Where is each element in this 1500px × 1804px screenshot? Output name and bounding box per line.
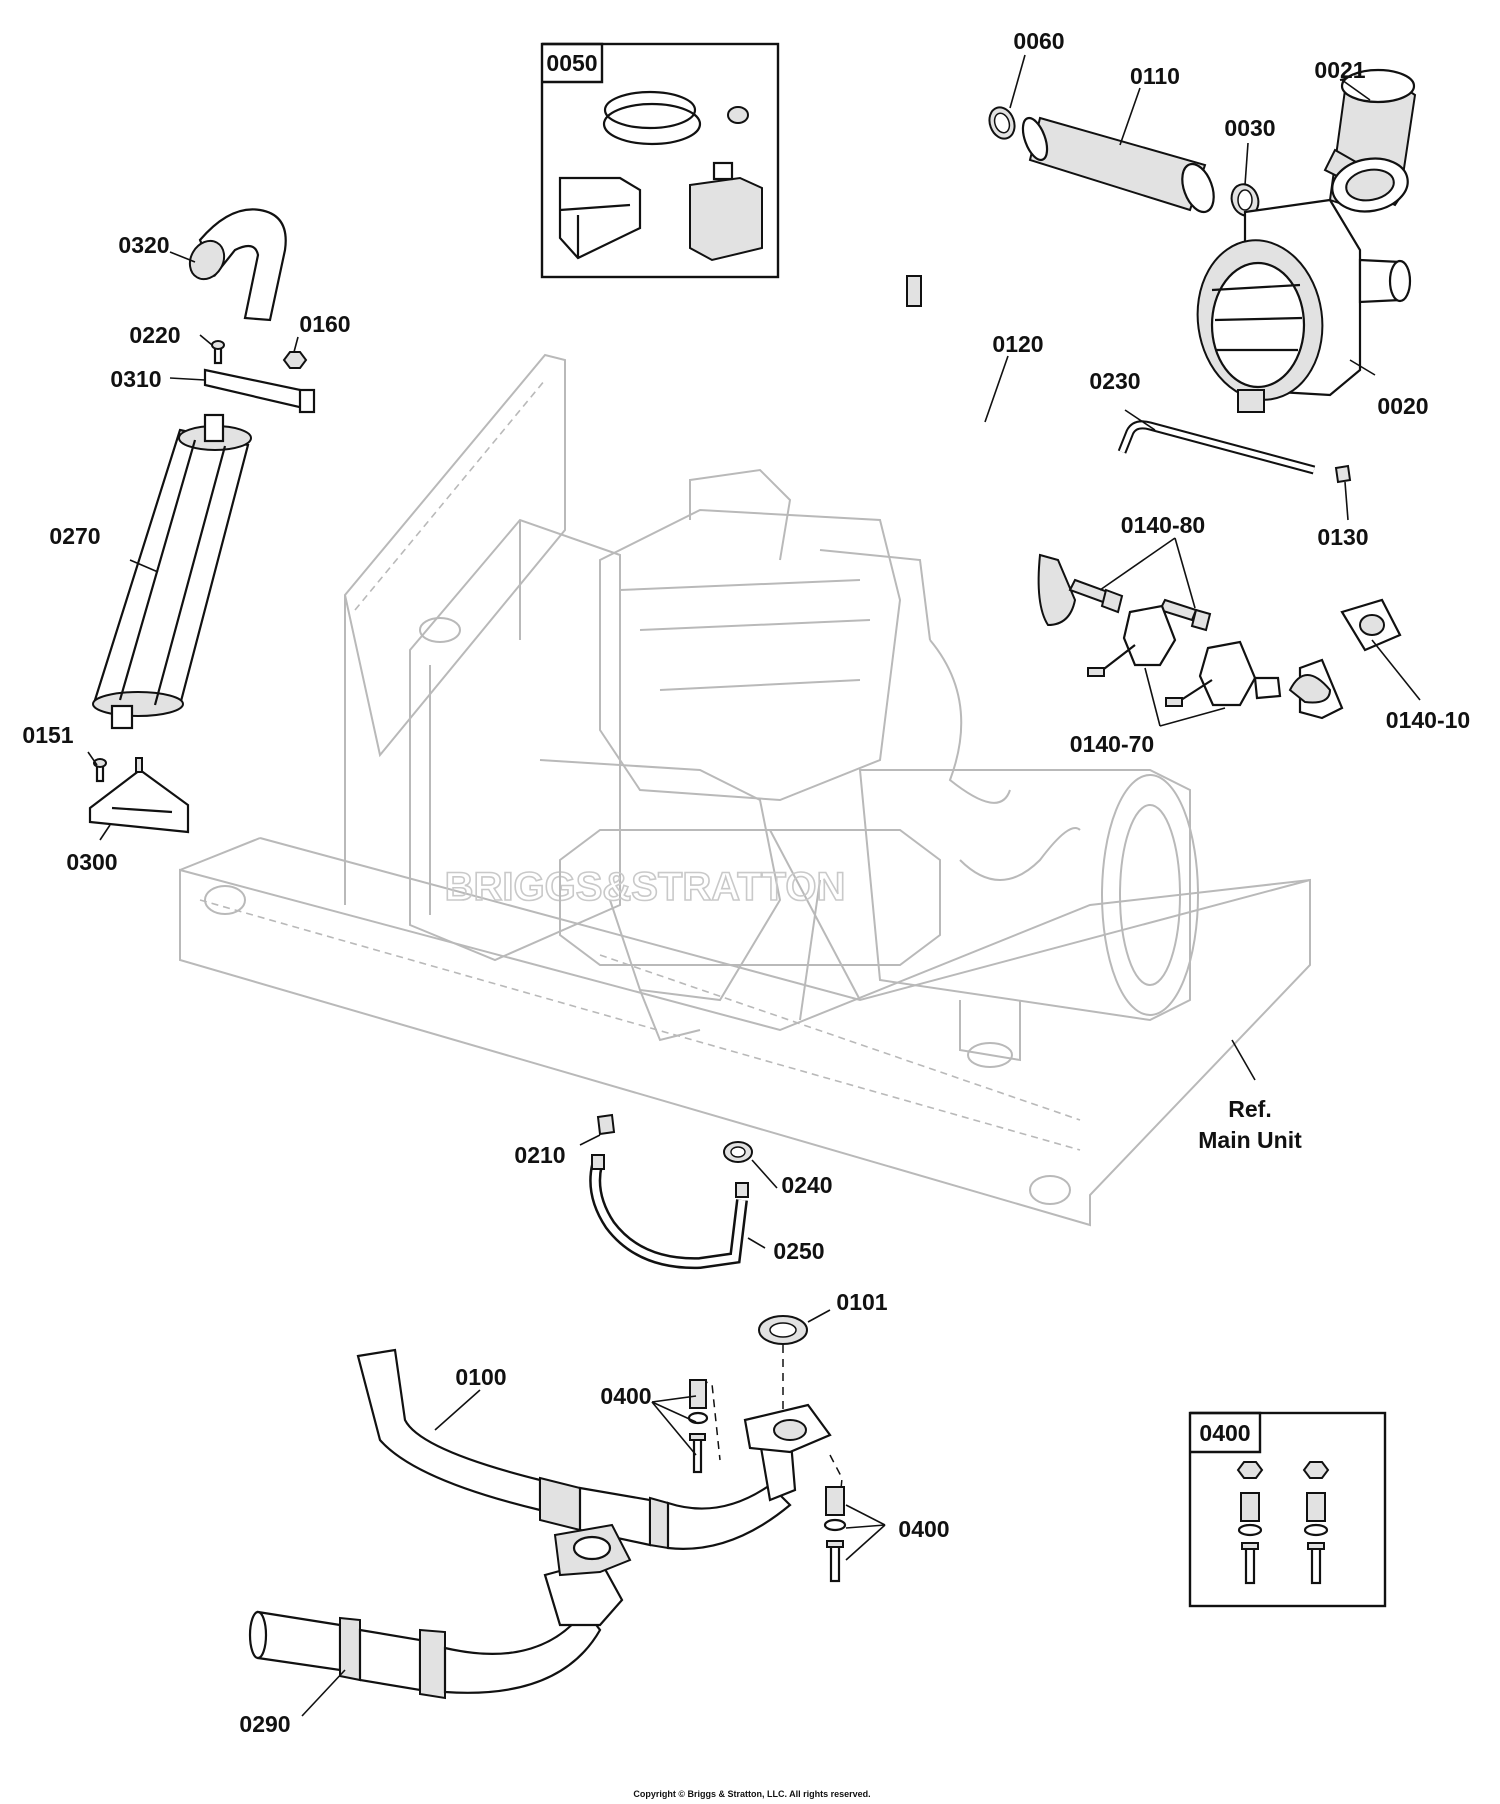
callout-0400-lower: 0400 — [898, 1516, 949, 1542]
copyright-notice: Copyright © Briggs & Stratton, LLC. All … — [633, 1789, 870, 1799]
callout-0151: 0151 — [22, 722, 73, 748]
main-unit-reference-drawing: BRIGGS&STRATTON — [179, 353, 1311, 1227]
part-0320-exhaust-elbow — [188, 208, 287, 322]
callout-0220: 0220 — [129, 322, 180, 348]
part-0020-air-cleaner-assembly — [1196, 198, 1412, 413]
part-0400-hardware-lower — [823, 1486, 847, 1583]
callout-0320: 0320 — [118, 232, 169, 258]
part-0060-hose-clamp — [988, 106, 1016, 140]
callout-0300: 0300 — [66, 849, 117, 875]
part-0300-mounting-plate — [88, 757, 190, 834]
part-0250-fuel-hose — [589, 1154, 749, 1270]
kit-box-0050: 0050 — [540, 42, 780, 279]
callout-0100: 0100 — [455, 1364, 506, 1390]
kit-box-0050-title: 0050 — [546, 50, 597, 76]
callout-0230: 0230 — [1089, 368, 1140, 394]
callout-0030: 0030 — [1224, 115, 1275, 141]
fuel-canister — [689, 176, 763, 262]
reference-label-line1: Ref. — [1228, 1096, 1271, 1122]
callout-0400-upper: 0400 — [600, 1383, 651, 1409]
hardware-set-left — [1236, 1461, 1264, 1585]
part-0160-nut — [282, 351, 308, 369]
callout-0140-80: 0140-80 — [1121, 512, 1205, 538]
part-0290-exhaust-pipe — [248, 1523, 632, 1700]
part-0210-fitting — [596, 1113, 616, 1136]
leader-lines — [87, 54, 1421, 1717]
part-0110-intake-tube — [1021, 116, 1215, 214]
part-0140-70-fuel-valves — [1087, 604, 1282, 707]
callout-0310: 0310 — [110, 366, 161, 392]
callout-0270: 0270 — [49, 523, 100, 549]
part-0021-air-filter-element — [1323, 68, 1417, 213]
callout-labels: 0060 0110 0021 0030 0320 0220 0160 0310 … — [22, 28, 1470, 1737]
callout-0120: 0120 — [992, 331, 1043, 357]
watermark-logo: BRIGGS&STRATTON — [445, 865, 846, 909]
part-0130-clip — [1334, 464, 1352, 484]
callout-0101: 0101 — [836, 1289, 887, 1315]
part-0101-gasket-ring — [758, 1315, 808, 1420]
hardware-set-right — [1302, 1461, 1330, 1585]
part-0400-hardware-upper — [687, 1379, 709, 1474]
callout-0060: 0060 — [1013, 28, 1064, 54]
callout-0290: 0290 — [239, 1711, 290, 1737]
callout-0140-10: 0140-10 — [1386, 707, 1470, 733]
callout-0110: 0110 — [1130, 63, 1180, 89]
part-0140-80-valve-handles — [1068, 578, 1212, 632]
part-0140-10-fitting-and-elbow — [1288, 598, 1402, 720]
kit-box-0400-title: 0400 — [1199, 1420, 1250, 1446]
callout-0021: 0021 — [1314, 57, 1365, 83]
callout-0020: 0020 — [1377, 393, 1428, 419]
part-0220-screw — [211, 340, 225, 365]
callout-0140-70: 0140-70 — [1070, 731, 1154, 757]
part-0120-fuel-hose — [906, 275, 1077, 627]
part-0240-clamp — [723, 1141, 753, 1163]
kit-box-0400: 0400 — [1188, 1411, 1387, 1608]
callout-0210: 0210 — [514, 1142, 565, 1168]
callout-0250: 0250 — [773, 1238, 824, 1264]
seal-ring — [602, 102, 702, 146]
callout-0240: 0240 — [781, 1172, 832, 1198]
reference-label-line2: Main Unit — [1198, 1127, 1302, 1153]
cap-disc — [727, 106, 749, 124]
seal-ring — [603, 90, 697, 130]
part-0230-breather-tube — [1117, 420, 1316, 475]
part-0100-exhaust-pipe — [356, 1348, 843, 1550]
wire-bracket — [558, 176, 642, 260]
callout-0160: 0160 — [299, 311, 350, 337]
part-0310-muffler-bracket — [203, 368, 316, 414]
part-0270-muffler — [92, 413, 252, 730]
callout-0130: 0130 — [1317, 524, 1368, 550]
part-0030-hose-clamp — [1230, 183, 1260, 217]
